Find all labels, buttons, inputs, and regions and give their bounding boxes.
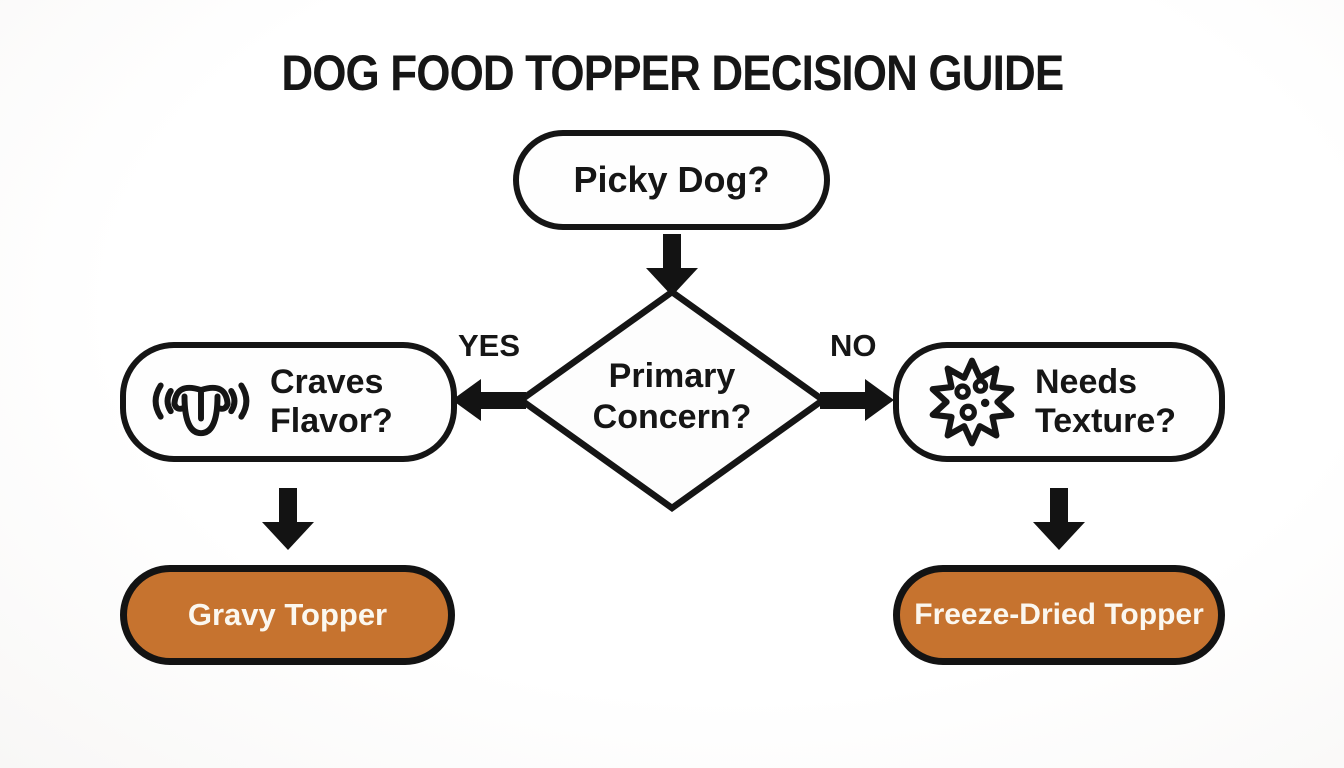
arrow-flavor-to-gravy	[262, 488, 314, 550]
result-label: Freeze-Dried Topper	[914, 598, 1204, 631]
arrow-stem	[1050, 488, 1068, 523]
question-label: Craves Flavor?	[270, 362, 393, 440]
edge-label-no: NO	[830, 328, 877, 363]
result-label: Gravy Topper	[187, 597, 388, 632]
tongue-flavor-icon	[152, 382, 250, 437]
question-node-needs-texture: Needs Texture?	[893, 342, 1225, 462]
result-node-freeze-dried-topper: Freeze-Dried Topper	[893, 565, 1225, 665]
arrow-head-down-icon	[1033, 522, 1085, 550]
decision-diamond	[515, 286, 829, 514]
decision-label: Primary Concern?	[592, 357, 752, 436]
arrow-stem	[663, 234, 681, 269]
start-node-label: Picky Dog?	[573, 159, 770, 200]
edge-label-yes: YES	[458, 328, 521, 363]
page-title: DOG FOOD TOPPER DECISION GUIDE	[0, 44, 1344, 102]
arrow-stem	[279, 488, 297, 523]
arrow-stem	[478, 392, 526, 409]
arrow-head-right-icon	[865, 379, 894, 421]
result-node-gravy-topper: Gravy Topper	[120, 565, 455, 665]
start-node-picky-dog: Picky Dog?	[513, 130, 830, 230]
arrow-decision-to-flavor	[452, 379, 526, 421]
question-label: Needs Texture?	[1035, 362, 1177, 440]
arrow-texture-to-freezedried	[1033, 488, 1085, 550]
arrow-stem	[820, 392, 868, 409]
arrow-head-down-icon	[262, 522, 314, 550]
question-node-craves-flavor: Craves Flavor?	[120, 342, 457, 462]
arrow-start-to-decision	[646, 234, 698, 296]
crunchy-texture-icon	[929, 357, 1015, 447]
diamond-shape	[515, 288, 829, 512]
arrow-decision-to-texture	[820, 379, 894, 421]
page-title-text: DOG FOOD TOPPER DECISION GUIDE	[280, 45, 1064, 101]
